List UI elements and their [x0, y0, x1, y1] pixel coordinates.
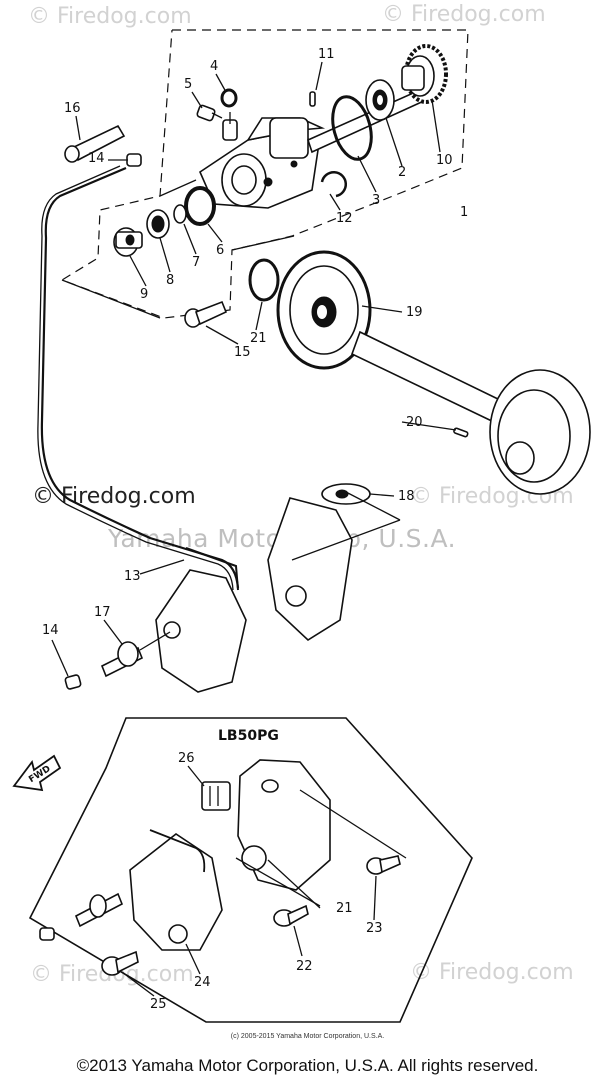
circlip-3 — [331, 95, 373, 161]
fitting-14-lower — [64, 674, 82, 690]
callout-labels: 1 2 3 4 5 6 7 8 9 10 11 12 13 14 14 15 1… — [42, 47, 468, 1012]
callout-23: 23 — [366, 921, 383, 936]
screw-22 — [273, 904, 309, 927]
callout-7: 7 — [192, 255, 200, 270]
banjo-bolt-9 — [113, 227, 143, 257]
clip-26 — [201, 781, 231, 811]
oil-hose-13 — [40, 166, 240, 589]
callout-24: 24 — [194, 975, 211, 990]
screw-25 — [101, 950, 139, 976]
watermark-top-right: © Firedog.com — [382, 2, 546, 27]
variant-frame — [28, 717, 473, 1023]
bearing-2 — [365, 79, 395, 121]
callout-17: 17 — [94, 605, 111, 620]
callout-21-lower: 21 — [336, 901, 353, 916]
callout-25: 25 — [150, 997, 167, 1012]
bolt-16 — [64, 124, 126, 163]
callout-9: 9 — [140, 287, 148, 302]
callout-13: 13 — [124, 569, 141, 584]
crankshaft — [351, 330, 591, 495]
small-copyright: (c) 2005-2015 Yamaha Motor Corporation, … — [230, 1033, 385, 1040]
washer-4 — [220, 88, 238, 108]
pump-cover — [267, 497, 353, 642]
callout-2: 2 — [398, 165, 406, 180]
clip-12 — [320, 170, 348, 198]
callout-1: 1 — [460, 205, 468, 220]
variant-label: LB50PG — [218, 728, 279, 744]
callout-3: 3 — [372, 193, 380, 208]
callout-18: 18 — [398, 489, 415, 504]
fwd-arrow-icon — [12, 754, 62, 792]
callout-22: 22 — [296, 959, 313, 974]
callout-21-top: 21 — [250, 331, 267, 346]
callout-20: 20 — [406, 415, 423, 430]
callout-5: 5 — [184, 77, 192, 92]
callout-4: 4 — [210, 59, 218, 74]
callout-16: 16 — [64, 101, 81, 116]
o-ring-7 — [173, 204, 187, 224]
gasket-21 — [248, 258, 280, 302]
fitting-14-top — [126, 153, 142, 167]
pump-cover-lower — [237, 759, 331, 891]
callout-11: 11 — [318, 47, 335, 62]
pin-11 — [309, 91, 316, 107]
screw-23 — [366, 855, 401, 875]
pump-gear-19 — [276, 250, 372, 370]
washer-6 — [184, 186, 216, 226]
callout-12: 12 — [336, 211, 353, 226]
oil-pump-body — [198, 112, 326, 209]
drive-gear-10 — [401, 44, 448, 104]
callout-10: 10 — [436, 153, 453, 168]
callout-26: 26 — [178, 751, 195, 766]
oil-pump-lower — [155, 569, 247, 693]
callout-14-lower: 14 — [42, 623, 59, 638]
pump-cable-17 — [100, 631, 171, 678]
screw-15 — [184, 300, 228, 328]
watermark-bottom-right: © Firedog.com — [410, 960, 574, 985]
callout-8: 8 — [166, 273, 174, 288]
washer-8 — [146, 209, 170, 239]
watermark-mid-left: © Firedog.com — [32, 484, 196, 509]
oil-pump-variant — [39, 829, 223, 951]
callout-19: 19 — [406, 305, 423, 320]
watermark-top-left: © Firedog.com — [28, 4, 192, 29]
callout-15: 15 — [234, 345, 251, 360]
callout-6: 6 — [216, 243, 224, 258]
screw-5 — [196, 104, 223, 122]
callout-14-top: 14 — [88, 151, 105, 166]
footer-copyright: ©2013 Yamaha Motor Corporation, U.S.A. A… — [76, 1056, 539, 1075]
assembly-boundary — [60, 29, 469, 319]
key-20 — [453, 427, 469, 438]
callout-leaders — [51, 61, 457, 997]
